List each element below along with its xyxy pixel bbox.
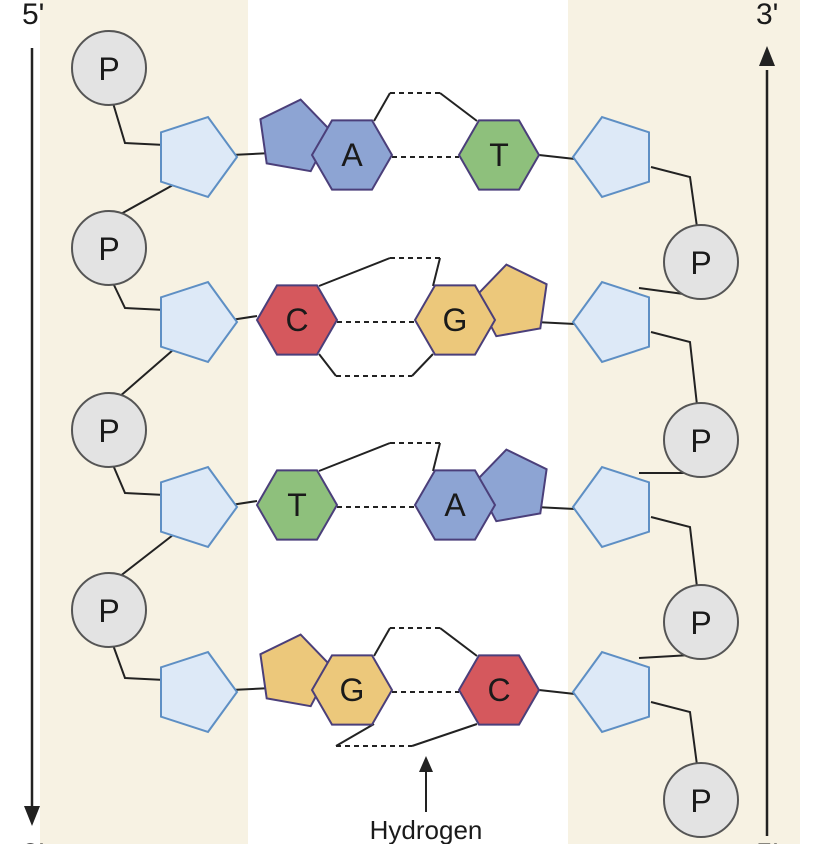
phosphate-label: P bbox=[98, 231, 119, 267]
left-backbone-link bbox=[118, 349, 174, 398]
phosphate-label: P bbox=[98, 593, 119, 629]
sugar-right bbox=[571, 465, 650, 549]
right-arrow-head bbox=[759, 46, 775, 66]
end-labels: 5' 3' 3' 5' Hydrogen bbox=[22, 0, 778, 844]
right-backbone-link bbox=[638, 654, 692, 659]
phosphate-circle bbox=[71, 392, 147, 468]
base-A-label: A bbox=[444, 487, 466, 523]
sugar-left bbox=[160, 115, 239, 199]
sugar-right bbox=[571, 280, 650, 364]
phosphate-circle bbox=[663, 402, 739, 478]
base-T-label: T bbox=[489, 137, 509, 173]
left-backbone-link bbox=[112, 464, 166, 496]
left-backbone-link bbox=[112, 282, 166, 311]
hbond-box-side bbox=[318, 353, 337, 377]
base-C-ring bbox=[457, 654, 541, 726]
phosphate-label: P bbox=[690, 783, 711, 819]
hbond-box-side bbox=[373, 92, 391, 122]
base-T-ring bbox=[457, 119, 541, 191]
right-backbone-link bbox=[650, 331, 698, 406]
base-pairs: A T C G T A G C bbox=[230, 92, 576, 747]
hbond-box-side bbox=[439, 627, 478, 657]
hbond-box-side bbox=[439, 92, 478, 122]
hydrogen-pointer-head bbox=[419, 756, 433, 772]
base-A-ring bbox=[310, 119, 394, 191]
left-backbone-link bbox=[118, 184, 174, 216]
phosphate-circle bbox=[71, 572, 147, 648]
left-backbone-link bbox=[112, 102, 166, 146]
right-backbone-link bbox=[650, 701, 698, 766]
hbond-box-side bbox=[373, 627, 391, 657]
glycosidic-bond bbox=[538, 689, 576, 695]
base-G-ring bbox=[413, 284, 497, 356]
phosphate-label: P bbox=[98, 413, 119, 449]
hbond-box-side bbox=[335, 723, 375, 747]
base-G-ring bbox=[310, 654, 394, 726]
phosphate-circle bbox=[663, 762, 739, 838]
hbond-box-side bbox=[411, 353, 434, 377]
sugar-left bbox=[160, 650, 239, 734]
label-3prime-top-right: 3' bbox=[756, 0, 778, 31]
label-3prime-bottom-left: 3' bbox=[22, 838, 44, 844]
phosphate-circle bbox=[663, 224, 739, 300]
hydrogen-label: Hydrogen bbox=[370, 815, 483, 844]
base-G-label: G bbox=[340, 672, 365, 708]
phosphate-circle bbox=[663, 584, 739, 660]
base-T-label: T bbox=[287, 487, 307, 523]
label-5prime-bottom-right: 5' bbox=[756, 838, 778, 844]
left-backbone-link bbox=[112, 644, 166, 681]
right-backbone-link bbox=[650, 516, 698, 588]
left-arrow-head bbox=[24, 806, 40, 826]
hbond-box-side bbox=[432, 442, 441, 472]
sugar-left bbox=[160, 280, 239, 364]
hbond-box-side bbox=[411, 723, 478, 747]
base-A-label: A bbox=[341, 137, 363, 173]
base-A-ring bbox=[413, 469, 497, 541]
base-C-label: C bbox=[487, 672, 510, 708]
base-C-ring bbox=[255, 284, 339, 356]
phosphates: P P P P P P P P bbox=[71, 30, 739, 838]
sugar-right bbox=[571, 650, 650, 734]
glycosidic-bond bbox=[538, 154, 576, 160]
left-backbone-link bbox=[118, 534, 174, 578]
sugar-right bbox=[571, 115, 650, 199]
hbond-box-side bbox=[318, 442, 391, 472]
base-G-label: G bbox=[443, 302, 468, 338]
phosphate-circle bbox=[71, 210, 147, 286]
base-T-ring bbox=[255, 469, 339, 541]
phosphate-label: P bbox=[690, 605, 711, 641]
phosphate-label: P bbox=[98, 51, 119, 87]
phosphate-label: P bbox=[690, 245, 711, 281]
sugar-left bbox=[160, 465, 239, 549]
label-5prime-top-left: 5' bbox=[22, 0, 44, 31]
phosphate-circle bbox=[71, 30, 147, 106]
sugars bbox=[160, 115, 650, 734]
hbond-box-side bbox=[318, 257, 391, 287]
phosphate-label: P bbox=[690, 423, 711, 459]
hbond-box-side bbox=[432, 257, 441, 287]
direction-arrows bbox=[24, 46, 775, 836]
right-backbone-link bbox=[650, 166, 698, 228]
base-C-label: C bbox=[285, 302, 308, 338]
